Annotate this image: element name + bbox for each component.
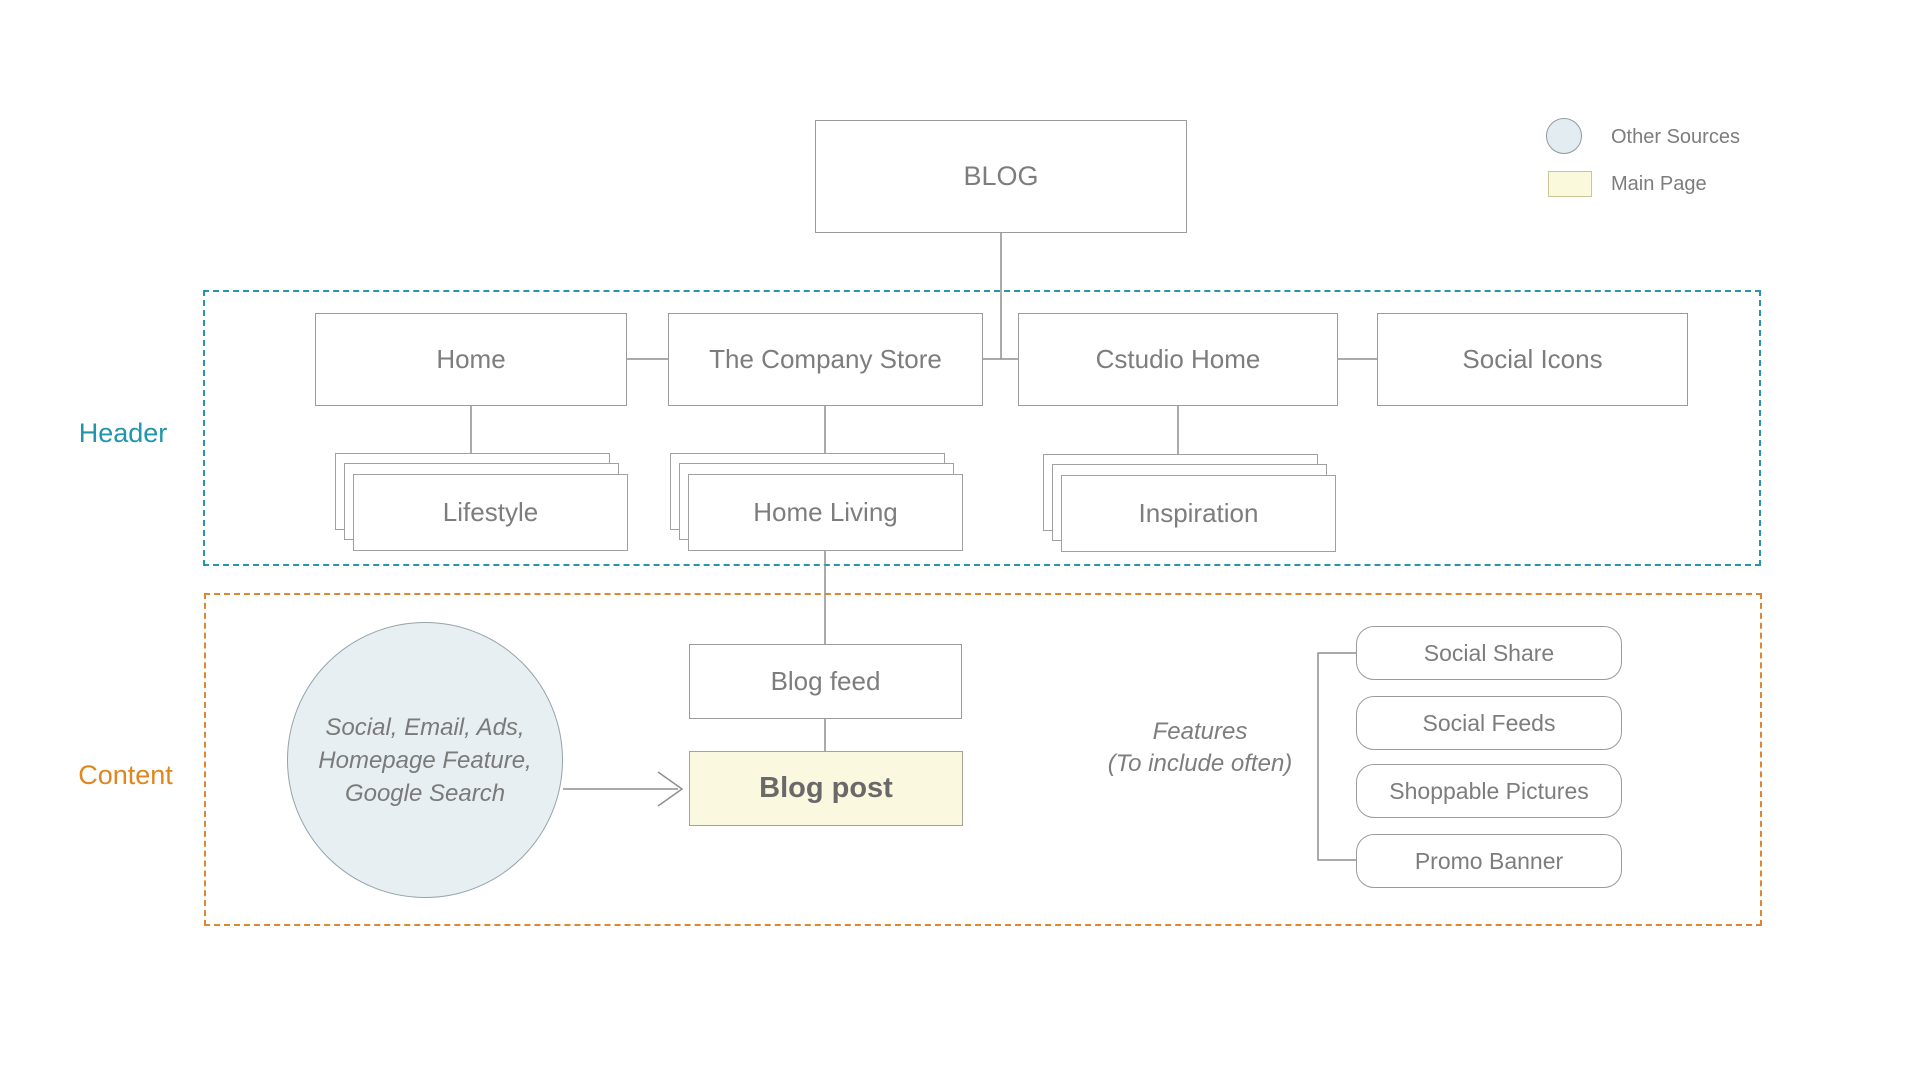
- node-home-living-stack: Home Living: [670, 453, 964, 551]
- node-company-store: The Company Store: [668, 313, 983, 406]
- content-region-label: Content: [78, 760, 173, 790]
- circle-text-line: Homepage Feature,: [318, 746, 532, 774]
- node-home-living: Home Living: [688, 474, 963, 551]
- circle-text-line: Google Search: [344, 779, 506, 807]
- node-home: Home: [315, 313, 627, 406]
- feature-social-feeds: Social Feeds: [1356, 696, 1622, 750]
- features-subtitle: (To include often): [1107, 750, 1293, 777]
- features-title: Features: [1152, 718, 1248, 745]
- legend-other-sources-icon: [1546, 118, 1582, 154]
- node-blog: BLOG: [815, 120, 1187, 233]
- header-region-label: Header: [78, 418, 168, 448]
- node-inspiration-stack: Inspiration: [1043, 454, 1337, 552]
- node-blog-post: Blog post: [689, 751, 963, 826]
- node-blog-feed: Blog feed: [689, 644, 962, 719]
- node-inspiration: Inspiration: [1061, 475, 1336, 552]
- node-social-icons: Social Icons: [1377, 313, 1688, 406]
- features-label: Features (To include often): [1070, 716, 1330, 780]
- circle-text-line: Social, Email, Ads,: [325, 713, 525, 741]
- other-sources-circle: Social, Email, Ads, Homepage Feature, Go…: [287, 622, 563, 898]
- node-lifestyle-stack: Lifestyle: [335, 453, 629, 551]
- header-region-frame: [203, 290, 1761, 566]
- node-cstudio-home: Cstudio Home: [1018, 313, 1338, 406]
- legend-main-page-label: Main Page: [1611, 173, 1707, 195]
- legend-main-page-icon: [1548, 171, 1592, 197]
- node-lifestyle: Lifestyle: [353, 474, 628, 551]
- legend-other-sources-label: Other Sources: [1611, 126, 1740, 148]
- feature-social-share: Social Share: [1356, 626, 1622, 680]
- feature-shoppable-pictures: Shoppable Pictures: [1356, 764, 1622, 818]
- content-region-frame: [204, 593, 1762, 926]
- feature-promo-banner: Promo Banner: [1356, 834, 1622, 888]
